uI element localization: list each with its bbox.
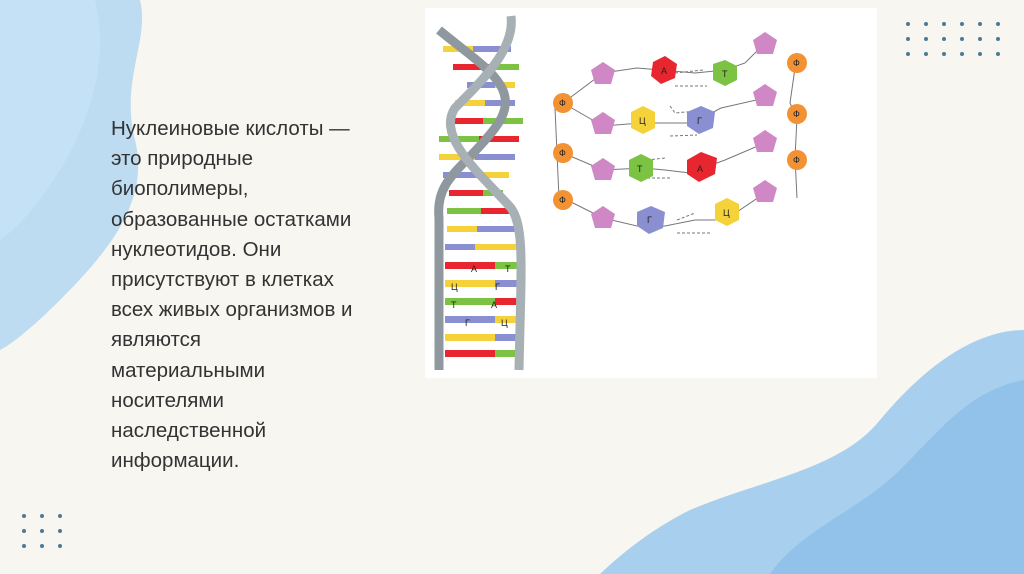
sugar-pentagon: [591, 62, 615, 84]
helix-label: Т: [505, 264, 511, 274]
body-line: всех живых организмов и: [111, 298, 353, 322]
phosphate-label: Ф: [559, 148, 566, 158]
base-label: Г: [697, 116, 702, 126]
base-cytosine: [715, 198, 739, 226]
body-line: информации.: [111, 449, 240, 473]
base-pair-row: Ц Г: [631, 106, 715, 134]
base-label: Т: [637, 164, 643, 174]
base-label: А: [697, 164, 703, 174]
helix-label: Г: [495, 282, 500, 292]
phosphate-label: Ф: [793, 155, 800, 165]
right-blob-light: [770, 380, 1024, 574]
helix-label: Ц: [501, 318, 508, 328]
sugar-pentagon: [753, 32, 777, 54]
dot-grid-top-right: [906, 22, 1000, 56]
base-label: А: [661, 66, 667, 76]
phosphate-group-right: Ф Ф Ф: [787, 53, 807, 170]
phosphate-label: Ф: [559, 195, 566, 205]
body-line: биополимеры,: [111, 177, 249, 201]
title-line: Нуклеиновые кислоты —: [111, 114, 411, 144]
base-cytosine: [631, 106, 655, 134]
phosphate-label: Ф: [559, 98, 566, 108]
definition-text: Нуклеиновые кислоты — это природные биоп…: [111, 114, 411, 476]
body-line: образованные остатками: [111, 207, 352, 231]
sugar-pentagon: [591, 112, 615, 134]
phosphate-label: Ф: [793, 109, 800, 119]
body-line: материальными: [111, 358, 266, 382]
body-line: нуклеотидов. Они: [111, 237, 282, 261]
nucleotide-chains: Ф Ф Ф Ф Ф Ф: [553, 32, 807, 234]
base-label: Т: [722, 69, 728, 79]
helix-label: Т: [451, 300, 457, 310]
dot-grid-bottom-left: [22, 514, 62, 548]
helix-label: Г: [465, 318, 470, 328]
helix-label: А: [491, 300, 497, 310]
slide-title: Нуклеиновые кислоты: [111, 117, 324, 140]
helix-backbone-a: [434, 26, 510, 370]
body-line: это природные: [111, 147, 253, 171]
sugar-pentagon: [753, 180, 777, 202]
base-label: Ц: [723, 208, 730, 218]
helix-label: Ц: [451, 282, 458, 292]
left-blob-light: [0, 0, 101, 240]
phosphate-label: Ф: [793, 58, 800, 68]
base-pair-row: Г Ц: [637, 198, 739, 234]
phosphate-circle: [787, 53, 807, 73]
phosphate-circle: [553, 143, 573, 163]
body-line: наследственной: [111, 419, 267, 443]
base-label: Ц: [639, 116, 646, 126]
base-adenine: [651, 56, 677, 84]
base-thymine: [629, 154, 653, 182]
dna-figure: А Т Ц Г Т А Г Ц: [425, 8, 877, 378]
body-line: носителями: [111, 388, 224, 412]
sugar-pentagon: [753, 84, 777, 106]
sugar-group-right: [753, 32, 777, 202]
body-line: являются: [111, 328, 202, 352]
base-guanine: [637, 206, 665, 234]
phosphate-group-left: Ф Ф Ф: [553, 93, 573, 210]
phosphate-circle: [553, 190, 573, 210]
helix-backbone-b: [445, 15, 526, 371]
base-guanine: [687, 106, 715, 134]
base-adenine: [687, 152, 717, 182]
sugar-pentagon: [591, 158, 615, 180]
helix-label: А: [471, 264, 477, 274]
base-pair-row: Т А: [629, 152, 717, 182]
sugar-group-left: [591, 62, 615, 228]
phosphate-circle: [787, 104, 807, 124]
base-thymine: [713, 60, 737, 86]
title-dash: —: [323, 117, 350, 140]
dna-diagram: А Т Ц Г Т А Г Ц: [434, 15, 807, 371]
base-pair-row: А Т: [651, 56, 737, 86]
double-helix: А Т Ц Г Т А Г Ц: [434, 15, 526, 371]
helix-labels: А Т Ц Г Т А Г Ц: [451, 264, 511, 328]
sugar-pentagon: [753, 130, 777, 152]
phosphate-circle: [787, 150, 807, 170]
base-label: Г: [647, 215, 652, 225]
sugar-pentagon: [591, 206, 615, 228]
phosphate-circle: [553, 93, 573, 113]
body-line: присутствуют в клетках: [111, 268, 334, 292]
